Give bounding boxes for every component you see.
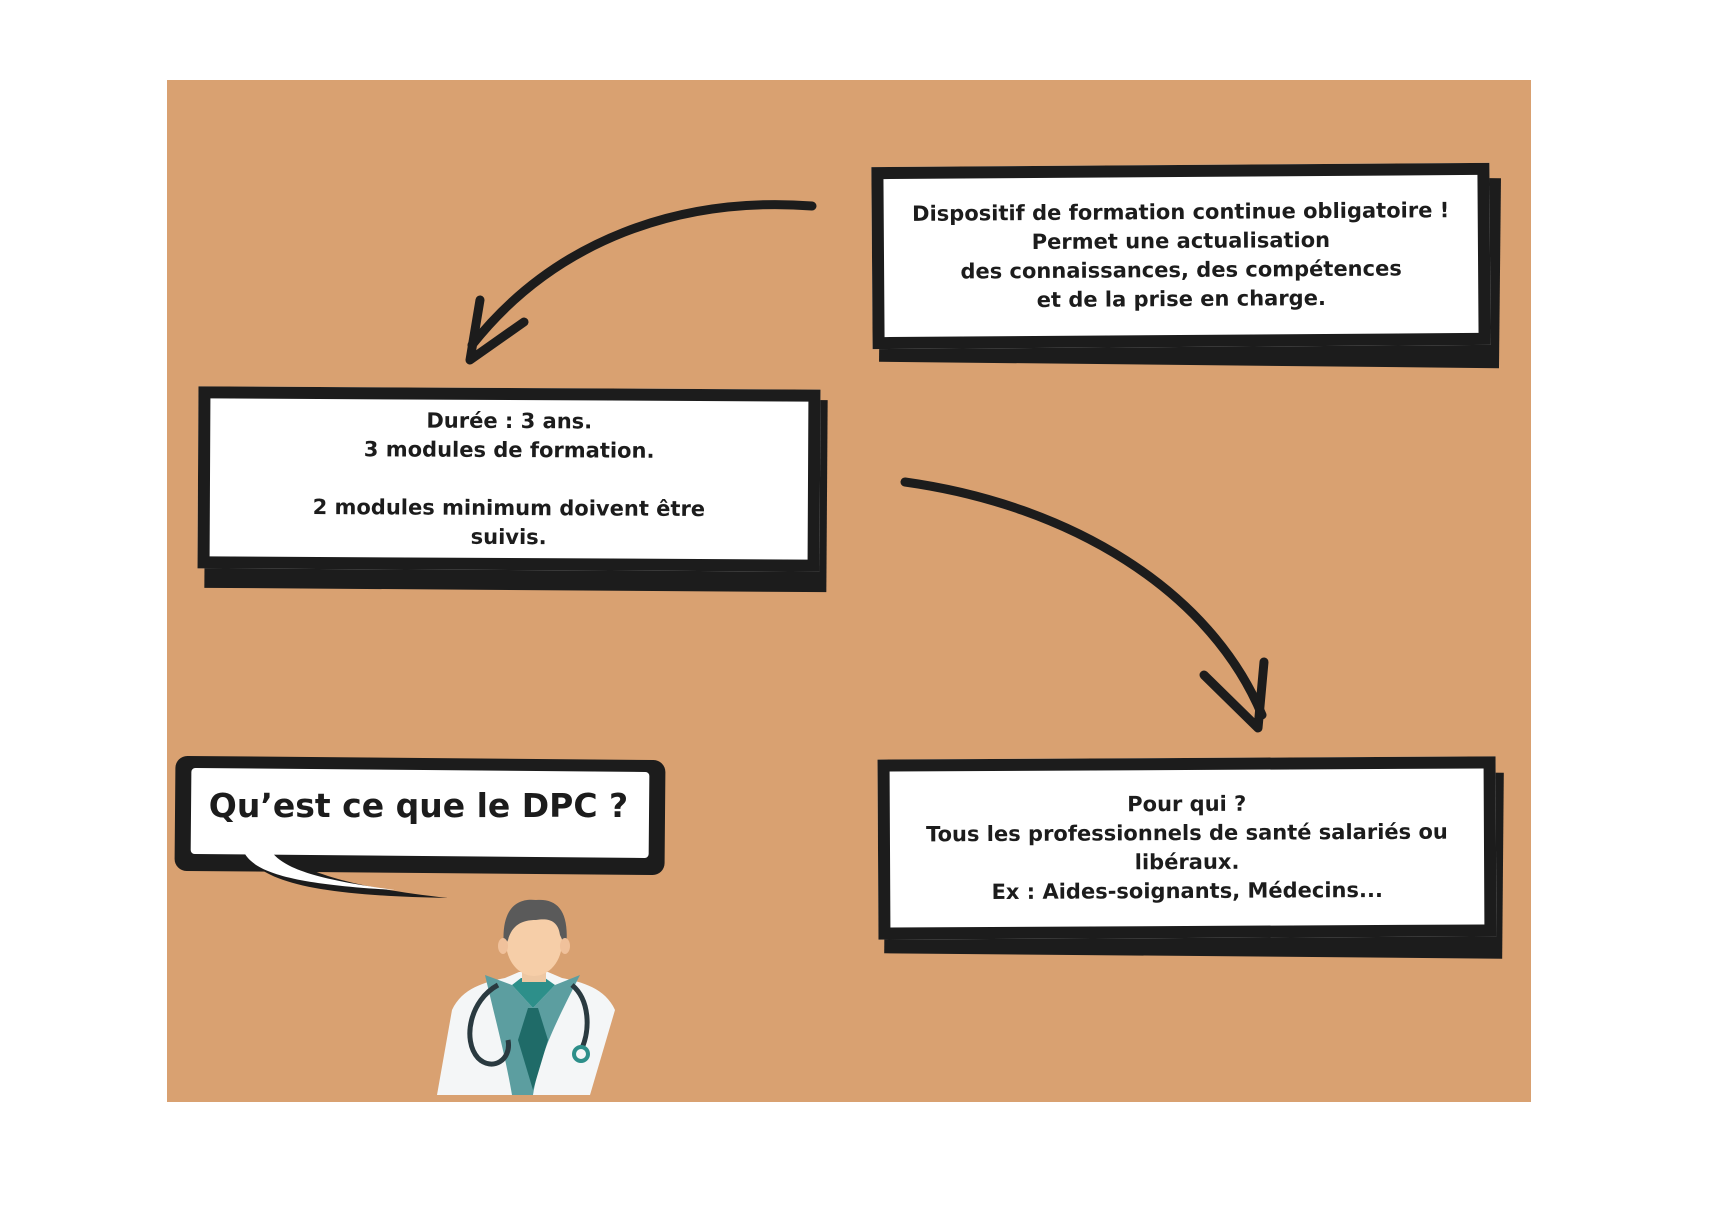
question-label: Qu’est ce que le DPC ? xyxy=(208,786,629,825)
arrow-duration-to-audience xyxy=(900,477,1269,733)
arrow-definition-to-duration xyxy=(465,200,817,365)
doctor-avatar xyxy=(437,899,615,1095)
speech-bubble xyxy=(174,755,666,898)
